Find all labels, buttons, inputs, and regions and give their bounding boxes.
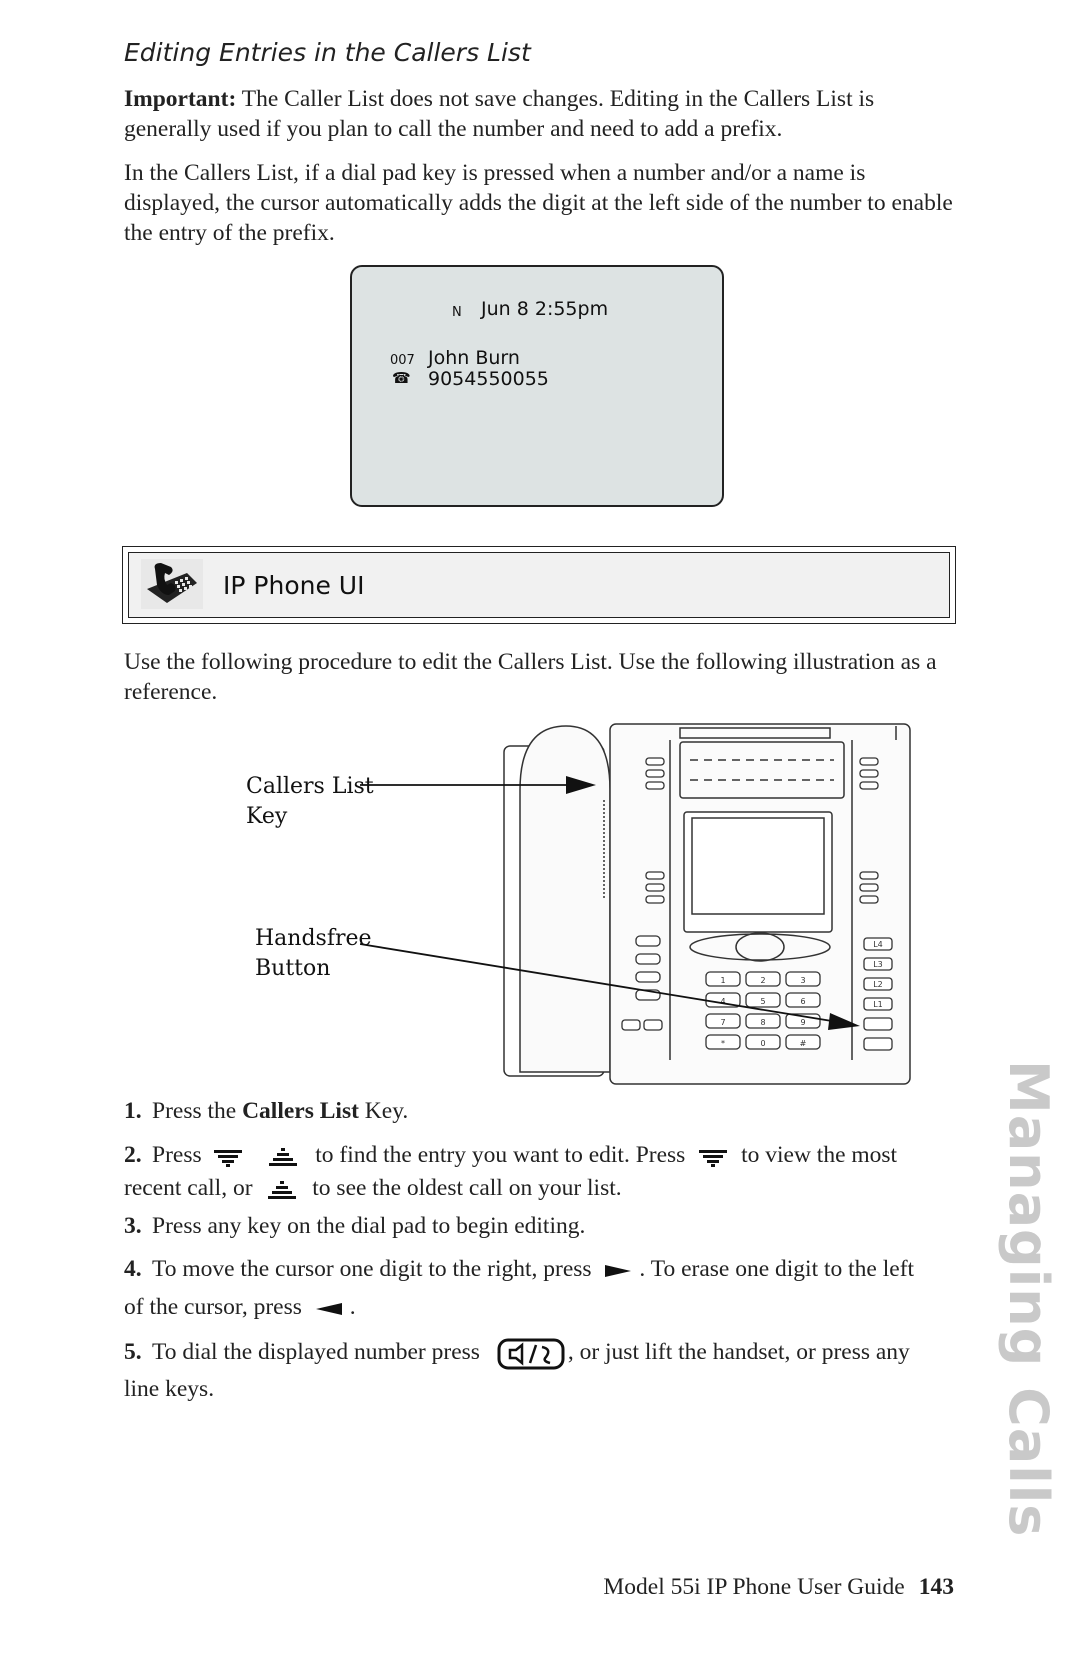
callout-handsfree: Handsfree Button [255,924,372,984]
handset-icon: ☎ [392,369,411,387]
banner-title: IP Phone UI [223,571,365,600]
key-9: 9 [800,1018,805,1027]
callout-callers-line2: Key [246,804,288,829]
display-datetime: Jun 8 2:55pm [481,298,609,320]
line-key-l1: L1 [873,1000,883,1009]
key-5: 5 [760,997,765,1006]
step-2-continued: recent call, or to see the oldest call o… [124,1175,622,1201]
page-number: 143 [918,1574,954,1600]
procedure-steps: 1.Press the Callers List Key. 2.Press to… [124,0,954,1669]
key-7: 7 [720,1018,725,1027]
prefix-paragraph: In the Callers List, if a dial pad key i… [124,160,953,246]
display-caller-name: John Burn [428,347,520,369]
important-paragraph: Important: The Caller List does not save… [124,84,964,144]
left-arrow-key-icon [315,1302,342,1315]
step-5-continued: line keys. [124,1376,215,1402]
section-heading: Editing Entries in the Callers List [124,38,531,67]
down-arrow-key-icon [699,1149,728,1167]
step-3: 3.Press any key on the dial pad to begin… [124,1213,586,1239]
display-index: 007 [390,353,415,368]
step-1: 1.Press the Callers List Key. [124,1098,409,1124]
key-0: 0 [760,1039,765,1048]
up-arrow-key-icon [269,1147,298,1166]
important-label: Important: [124,86,237,112]
ip-phone-ui-banner: IP Phone UI [122,546,956,624]
line-key-l3: L3 [873,960,883,969]
down-arrow-key-icon [213,1149,242,1167]
key-8: 8 [760,1018,765,1027]
phone-display: N Jun 8 2:55pm 007 John Burn ☎ 905455005… [350,265,724,507]
key-2: 2 [760,976,765,985]
side-tab: Managing Calls [997,1060,1060,1537]
right-arrow-key-icon [605,1264,632,1277]
step-4-continued: of the cursor, press . [124,1294,356,1320]
callout-callers-line1: Callers List [246,774,374,799]
step-4: 4.To move the cursor one digit to the ri… [124,1256,915,1282]
footer-guide-title: Model 55i IP Phone User Guide [603,1574,905,1600]
phone-illustration: 1 2 3 4 5 6 7 8 9 * 0 # L4 L3 L2 L1 [360,720,911,1085]
display-caller-number: 9054550055 [428,368,549,390]
status-flag: N [452,305,462,320]
handset [519,725,611,1073]
handsfree-arrow [828,1013,860,1030]
step-2: 2.Press to find the entry you want to ed… [124,1142,898,1168]
step-5: 5.To dial the displayed number press , o… [124,1336,954,1371]
key-hash: # [800,1039,807,1048]
key-star: * [721,1039,725,1048]
callout-callers-list: Callers List Key [246,772,374,832]
page-footer: Model 55i IP Phone User Guide 143 [603,1574,954,1601]
callers-list-arrow [566,776,596,794]
key-4: 4 [720,997,725,1006]
key-1: 1 [720,976,725,985]
procedure-intro: Use the following procedure to edit the … [124,649,937,705]
callout-handsfree-line2: Button [255,956,331,981]
key-6: 6 [800,997,805,1006]
up-arrow-key-icon [268,1180,297,1199]
key-3: 3 [800,976,805,985]
line-key-l4: L4 [873,940,883,949]
callout-handsfree-line1: Handsfree [255,926,372,951]
important-text: The Caller List does not save changes. E… [124,86,875,142]
line-key-l2: L2 [873,980,883,989]
handsfree-key-icon [497,1338,565,1370]
side-tab-label: Managing Calls [997,1060,1060,1538]
desk-phone-icon [141,559,203,609]
phone-screen [683,811,833,933]
